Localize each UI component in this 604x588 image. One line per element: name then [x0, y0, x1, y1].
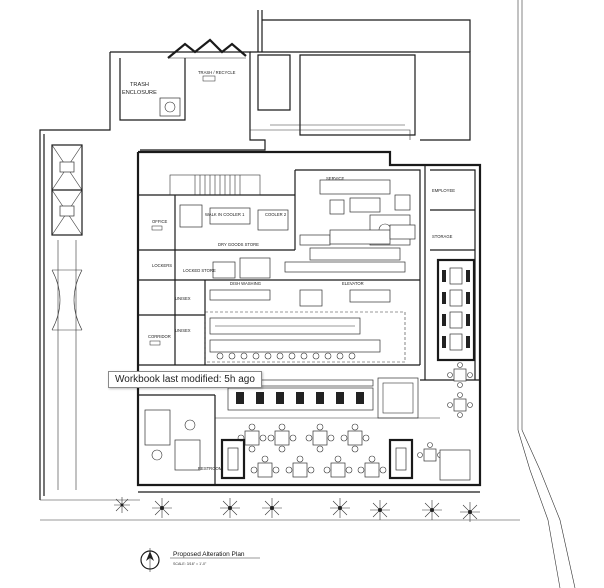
- walk-in-cooler-label: WALK IN COOLER 1: [205, 212, 245, 217]
- plan-scale: SCALE: 3/16" = 1'-0": [173, 562, 207, 566]
- unisex-2-label: UNISEX: [175, 328, 191, 333]
- trash-recycle-label: TRASH / RECYCLE: [198, 70, 236, 75]
- dining-tables: [144, 362, 473, 481]
- stair-run: [169, 174, 261, 196]
- restroom-label: RESTROOM: [198, 466, 223, 471]
- room-labels: TRASH ENCLOSURE TRASH / RECYCLE OFFICE W…: [122, 70, 455, 471]
- corridor-label: CORRIDOR: [148, 334, 171, 339]
- booth-seating-right: [436, 258, 476, 362]
- trash-label-1: TRASH: [130, 82, 149, 88]
- office-label: OFFICE: [152, 219, 168, 224]
- plan-title: Proposed Alteration Plan: [173, 551, 245, 558]
- cooler-2-label: COOLER 2: [265, 212, 287, 217]
- dry-goods-label: DRY GOODS STORE: [218, 242, 259, 247]
- dish-washing-label: DISH WASHING: [230, 281, 261, 286]
- lockers-label: LOCKERS: [152, 263, 172, 268]
- property-boundary: [517, 0, 576, 588]
- bar-stools-kitchen: [216, 352, 356, 360]
- unisex-1-label: UNISEX: [175, 296, 191, 301]
- bar-counter: [215, 377, 440, 419]
- employee-label: EMPLOYEE: [432, 188, 455, 193]
- elevator-label: ELEVATOR: [342, 281, 364, 286]
- workbook-modified-tooltip: Workbook last modified: 5h ago: [108, 371, 262, 388]
- service-label: SERVICE: [326, 176, 345, 181]
- locked-store-label: LOCKED STORE: [183, 268, 216, 273]
- storage-label: STORAGE: [432, 234, 453, 239]
- existing-building-upper: [39, 10, 471, 500]
- patio-seating: [40, 491, 520, 522]
- trash-label-2: ENCLOSURE: [122, 90, 157, 96]
- kitchen-equipment: [179, 179, 416, 363]
- drawing-title-block: Proposed Alteration Plan SCALE: 3/16" = …: [140, 548, 260, 572]
- elevator-shaft: [51, 144, 83, 490]
